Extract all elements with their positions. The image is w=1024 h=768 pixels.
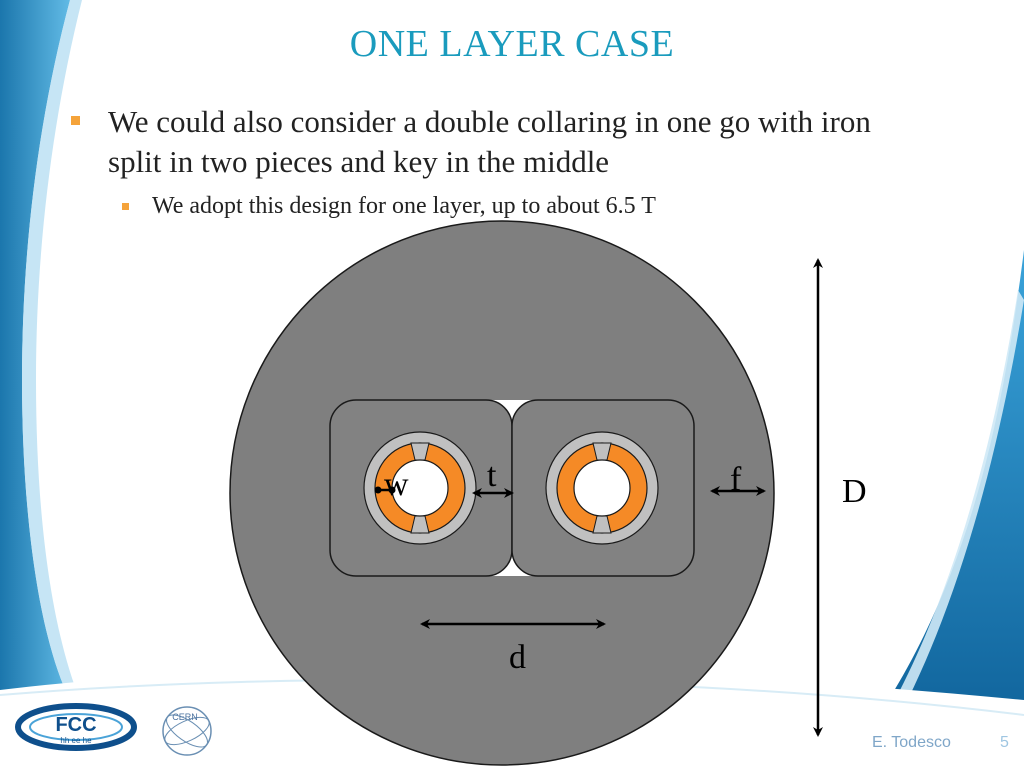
label-f: f (730, 461, 742, 498)
label-d: d (509, 639, 526, 676)
footer-page-number: 5 (1000, 734, 1009, 751)
label-w: w (384, 466, 409, 503)
footer-author: E. Todesco (872, 734, 951, 751)
cern-logo: CERN (162, 706, 212, 756)
w-dimension (374, 486, 396, 494)
fcc-logo: FCC hh ee he (15, 703, 137, 751)
label-D: D (842, 473, 867, 510)
logos: FCC hh ee he CERN (15, 703, 212, 756)
bullet-1-text: We could also consider a double collarin… (108, 104, 871, 179)
label-t: t (487, 457, 497, 494)
aperture-left (363, 431, 477, 545)
fcc-logo-subtext: hh ee he (60, 736, 92, 745)
sub-bullet-marker (122, 203, 129, 210)
bullet-2-text: We adopt this design for one layer, up t… (152, 193, 656, 219)
cern-logo-text: CERN (172, 712, 198, 722)
slide-title: ONE LAYER CASE (349, 23, 675, 65)
fcc-logo-text: FCC (55, 714, 96, 736)
bullet-marker (71, 116, 80, 125)
aperture-right (545, 431, 659, 545)
